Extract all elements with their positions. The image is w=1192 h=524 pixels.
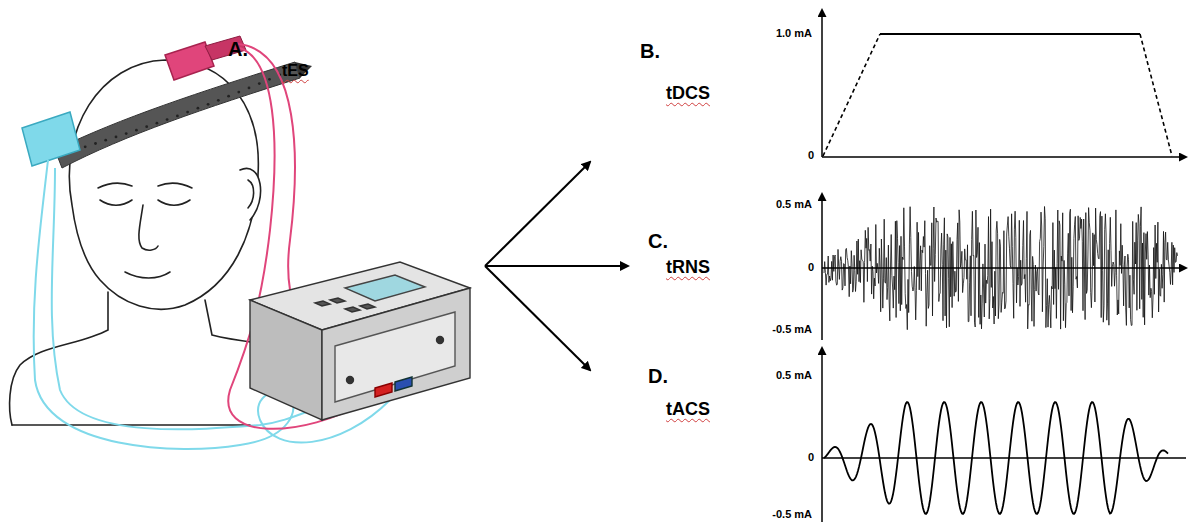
axis-label: 0.5 mA (776, 369, 812, 381)
axis-label: -0.5 mA (772, 323, 812, 335)
panel-letter: B. (640, 40, 660, 62)
trns-plot (822, 194, 1186, 340)
axis-label: -0.5 mA (772, 508, 812, 520)
panel-letter: A. (228, 38, 248, 60)
panel-letter: D. (648, 365, 668, 387)
electrode-pad (22, 36, 246, 166)
axis-label: 0.5 mA (776, 198, 812, 210)
method-name: tACS (666, 400, 710, 420)
stimulator-device (250, 262, 470, 420)
method-name: tDCS (666, 84, 710, 104)
axis-label: 0 (808, 261, 814, 273)
branch-arrow (485, 162, 628, 370)
method-name: tRNS (666, 258, 710, 278)
axis-label: 1.0 mA (776, 27, 812, 39)
axis-label: 0 (808, 451, 814, 463)
tdcs-plot (822, 10, 1186, 157)
head-figure (10, 60, 330, 425)
method-name: tES (282, 62, 309, 80)
axis-label: 0 (808, 149, 814, 161)
tacs-plot (822, 348, 1186, 522)
panel-letter: C. (648, 230, 668, 252)
